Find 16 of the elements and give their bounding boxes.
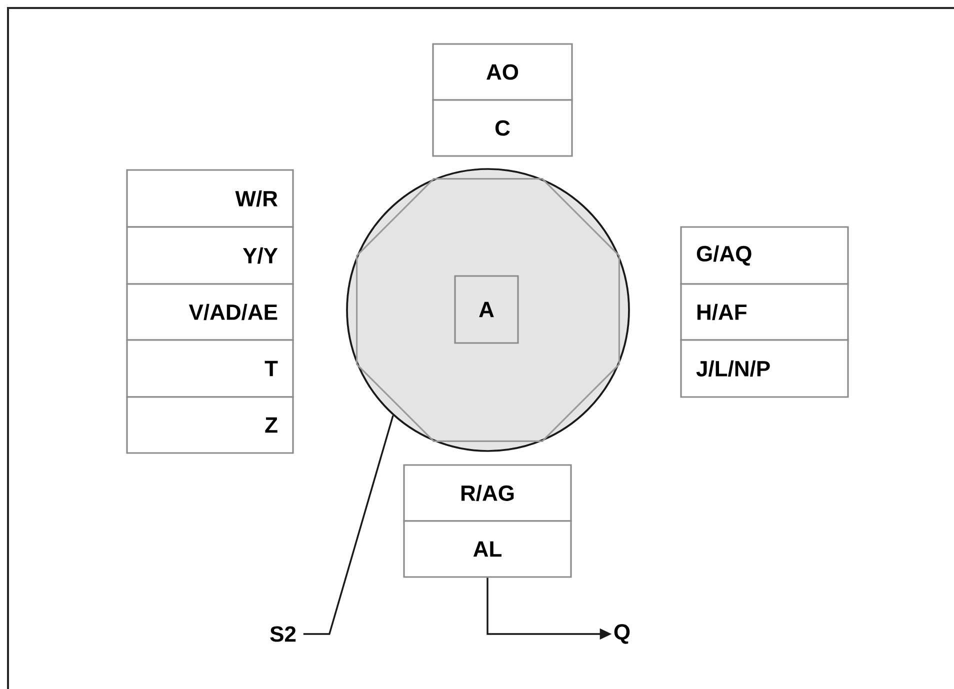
table-cell: A [454,275,519,344]
table-cell: G/AQ [680,226,849,285]
table-cell: H/AF [680,283,849,341]
table-cell: V/AD/AE [126,283,294,341]
callout-label: S2 [270,626,296,642]
table-cell: W/R [126,169,294,228]
table-cell: J/L/N/P [680,339,849,398]
callout-label: Q [614,624,630,644]
table-cell: T [126,339,294,398]
table-cell: AO [432,43,573,101]
table-cell: Z [126,396,294,454]
leader-line [303,415,394,635]
table-cell: Y/Y [126,226,294,285]
table-cell: R/AG [403,464,572,522]
table-cell: C [432,99,573,157]
table-cell: AL [403,520,572,578]
